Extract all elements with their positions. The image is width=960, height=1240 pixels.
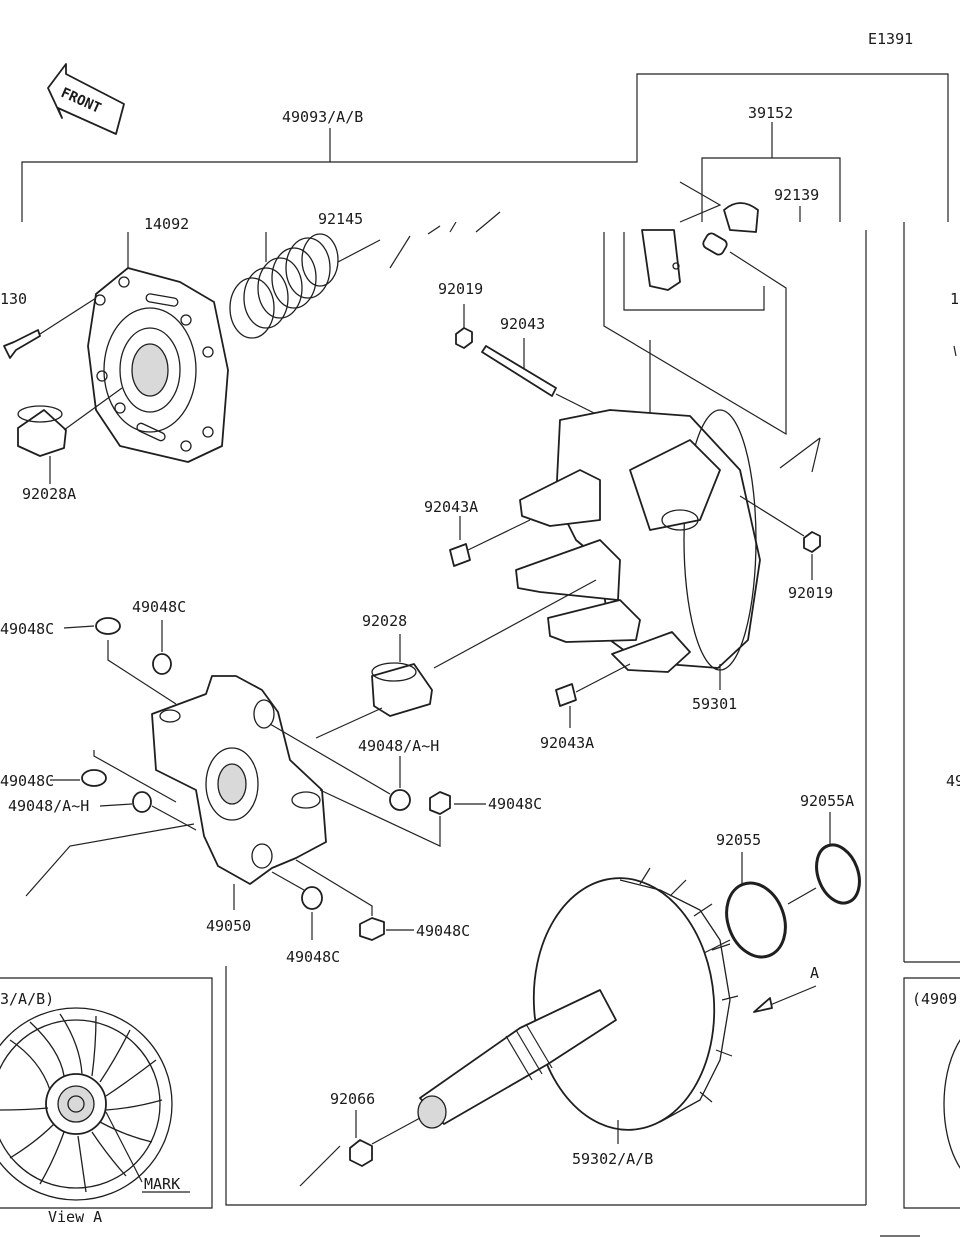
label-59302: 59302/A/B	[572, 1150, 653, 1168]
front-arrow-icon: FRONT	[47, 63, 125, 135]
label-92028: 92028	[362, 612, 407, 630]
cap-49048C-d	[50, 750, 177, 803]
label-59301: 59301	[692, 695, 737, 713]
label-inset-left: 3/A/B)	[0, 990, 54, 1008]
label-inset-right: (4909	[912, 990, 957, 1008]
label-edge-1: 1	[950, 290, 959, 308]
label-92066: 92066	[330, 1090, 375, 1108]
label-92055: 92055	[716, 831, 761, 849]
label-92055A: 92055A	[800, 792, 854, 810]
o-ring-92055A	[787, 812, 861, 905]
spider-49050	[151, 675, 327, 910]
label-92145: 92145	[318, 210, 363, 228]
label-39152: 39152	[748, 104, 793, 122]
o-ring-92055	[701, 852, 787, 959]
diagram-code: E1391	[868, 30, 913, 48]
pin-92043	[481, 338, 609, 421]
moveable-sheave-59301	[515, 409, 821, 690]
label-49048C-e: 49048C	[286, 948, 340, 966]
label-92043A-bottom: 92043A	[540, 734, 594, 752]
bushing-92028A	[17, 387, 123, 484]
label-92019-top: 92019	[438, 280, 483, 298]
roller-49048C-b	[152, 620, 172, 675]
label-49050: 49050	[206, 917, 251, 935]
label-arrow-a: A	[810, 964, 819, 982]
pin-92043A-top	[449, 516, 531, 567]
label-49048C-d: 49048C	[0, 772, 54, 790]
label-92019-right: 92019	[788, 584, 833, 602]
cover-plate-14092	[87, 232, 229, 463]
label-mark: MARK	[144, 1175, 180, 1193]
rocker-arm-part	[641, 202, 759, 291]
label-49048AH-b: 49048/A~H	[8, 797, 89, 815]
cap-49048C-f	[295, 859, 414, 941]
bushing-92066	[299, 1110, 421, 1187]
label-edge-49: 49	[946, 772, 960, 790]
bolt-130	[3, 297, 97, 359]
view-a-arrow-icon	[753, 985, 817, 1013]
spring-92145	[229, 211, 501, 339]
bracket-39152	[603, 122, 841, 452]
cap-49048C-c	[319, 789, 486, 847]
label-49048C-f: 49048C	[416, 922, 470, 940]
inset-view-a	[0, 966, 866, 1209]
label-92028A: 92028A	[22, 485, 76, 503]
nut-92019-right	[739, 495, 821, 580]
label-view-a: View A	[48, 1208, 102, 1226]
label-130: 130	[0, 290, 27, 308]
label-49048C-a: 49048C	[0, 620, 54, 638]
label-92043A-top: 92043A	[424, 498, 478, 516]
roller-49048AH-b	[99, 791, 197, 831]
label-49093: 49093/A/B	[282, 108, 363, 126]
label-49048C-c: 49048C	[488, 795, 542, 813]
nut-92019-top	[455, 304, 473, 349]
roller-49048AH-a	[269, 723, 411, 811]
cap-49048C-a	[95, 617, 177, 705]
inset-right-cropped	[880, 977, 960, 1237]
label-14092: 14092	[144, 215, 189, 233]
fixed-sheave-59302	[417, 867, 739, 1144]
assembly-bracket-49093	[21, 73, 960, 1205]
bushing-92028	[315, 579, 597, 739]
roller-49048C-e	[271, 871, 323, 940]
label-49048C-b: 49048C	[132, 598, 186, 616]
pin-92043A-bottom	[555, 663, 631, 728]
label-92043: 92043	[500, 315, 545, 333]
leader-spider-left	[25, 823, 195, 897]
label-49048AH-a: 49048/A~H	[358, 737, 439, 755]
label-92139: 92139	[774, 186, 819, 204]
